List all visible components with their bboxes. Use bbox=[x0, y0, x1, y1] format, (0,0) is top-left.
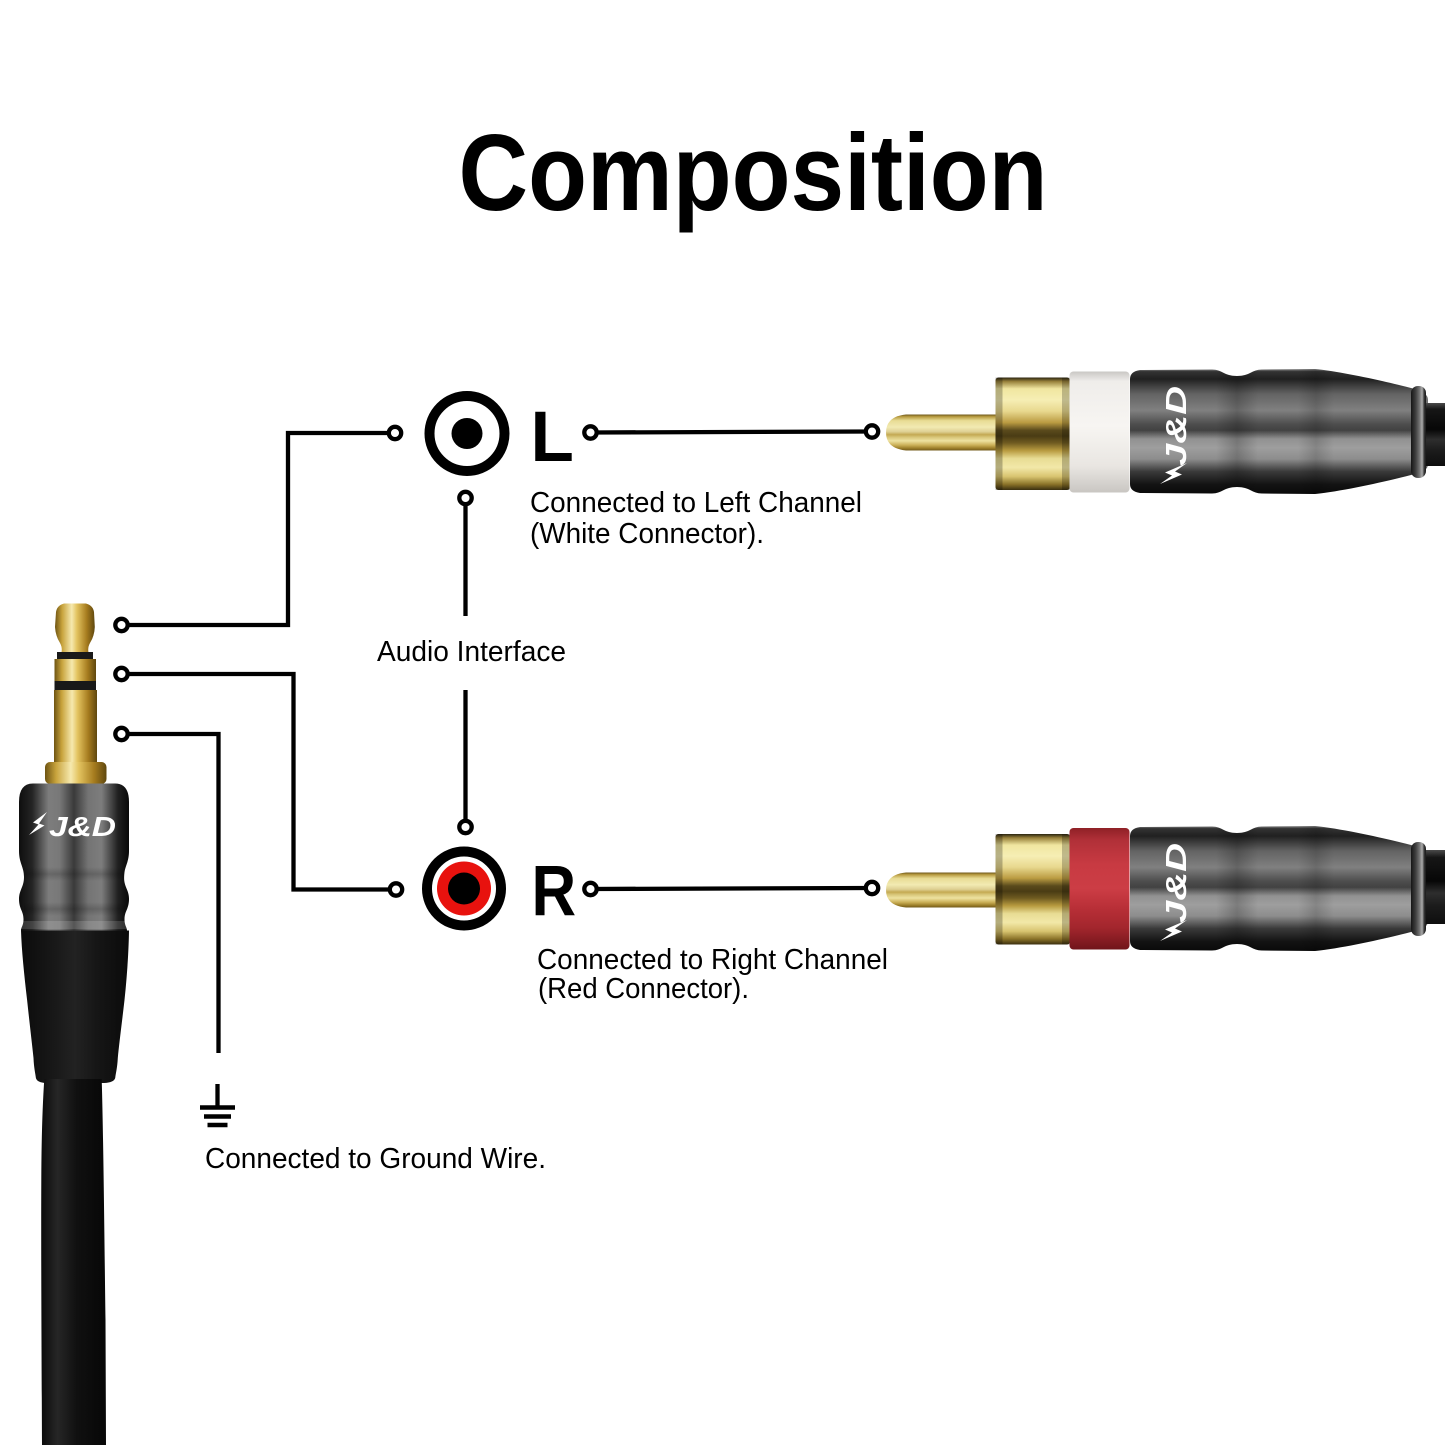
svg-text:J&D: J&D bbox=[1161, 386, 1193, 466]
svg-text:Audio Interface: Audio Interface bbox=[377, 636, 566, 668]
svg-text:L: L bbox=[531, 398, 574, 477]
svg-text:Connected to Left Channel: Connected to Left Channel bbox=[530, 487, 862, 519]
svg-text:Connected to Ground Wire.: Connected to Ground Wire. bbox=[205, 1143, 546, 1175]
svg-text:Connected to Right Channel: Connected to Right Channel bbox=[537, 944, 888, 976]
svg-text:J&D: J&D bbox=[49, 811, 116, 842]
svg-text:J&D: J&D bbox=[1161, 843, 1193, 923]
svg-text:R: R bbox=[532, 852, 577, 931]
svg-text:(White Connector).: (White Connector). bbox=[530, 518, 764, 550]
svg-text:(Red Connector).: (Red Connector). bbox=[538, 973, 749, 1005]
svg-text:Composition: Composition bbox=[459, 112, 1048, 234]
